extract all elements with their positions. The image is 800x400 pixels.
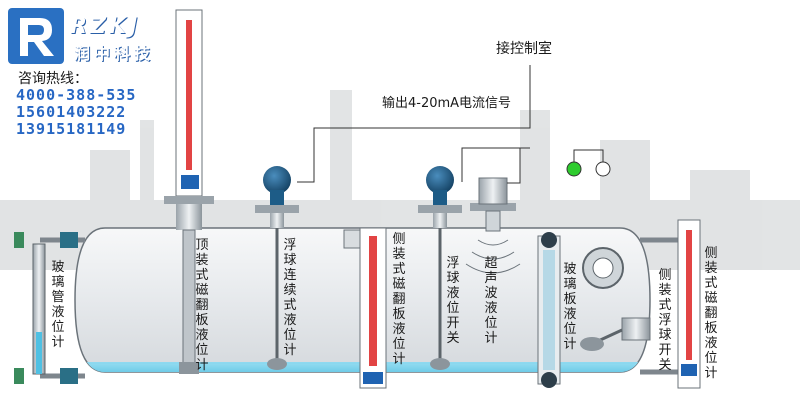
- hotline-phone-2: 15601403222: [16, 103, 127, 121]
- hotline-label: 咨询热线：: [18, 71, 88, 87]
- side-magnetic-gauge-center: [343, 227, 387, 389]
- label-ultrasonic: 超声波液位计: [484, 256, 498, 346]
- side-port: [582, 247, 624, 289]
- hotline-phone-3: 13915181149: [16, 120, 127, 138]
- label-top-magnetic: 顶装式磁翻板液位计: [195, 238, 209, 373]
- top-magnetic-gauge: [164, 9, 214, 374]
- indicator-lamp-icon: [566, 161, 582, 177]
- control-room-label: 接控制室: [496, 41, 552, 57]
- ultrasonic-gauge: [465, 177, 521, 274]
- logo-mark-icon: [8, 8, 64, 64]
- label-glass-tube: 玻璃管液位计: [51, 260, 65, 350]
- indicator-lamp-icon: [595, 161, 611, 177]
- label-side-magnetic-right: 侧装式磁翻板液位计: [704, 246, 718, 381]
- brand-name-cn: 润中科技: [74, 44, 155, 63]
- label-glass-plate: 玻璃板液位计: [563, 262, 577, 352]
- label-float-switch: 浮球液位开关: [446, 256, 460, 346]
- float-continuous-transmitter: [255, 166, 299, 370]
- label-float-continuous: 浮球连续式液位计: [283, 238, 297, 358]
- indicator-lamps: [566, 149, 611, 177]
- float-level-switch: [418, 166, 462, 370]
- glass-tube-gauge: [14, 232, 85, 384]
- label-side-magnetic-center: 侧装式磁翻板液位计: [392, 232, 406, 367]
- signal-label: 输出4-20mA电流信号: [382, 96, 512, 111]
- brand-name-latin: RZKJ: [70, 14, 141, 39]
- hotline-phone-1: 4000-388-535: [16, 86, 137, 104]
- side-float-switch: [580, 317, 651, 351]
- side-magnetic-gauge-right: [640, 219, 701, 389]
- glass-plate-gauge: [537, 232, 561, 388]
- signal-lines: [297, 65, 531, 184]
- label-side-float-switch: 侧装式浮球开关: [658, 268, 672, 373]
